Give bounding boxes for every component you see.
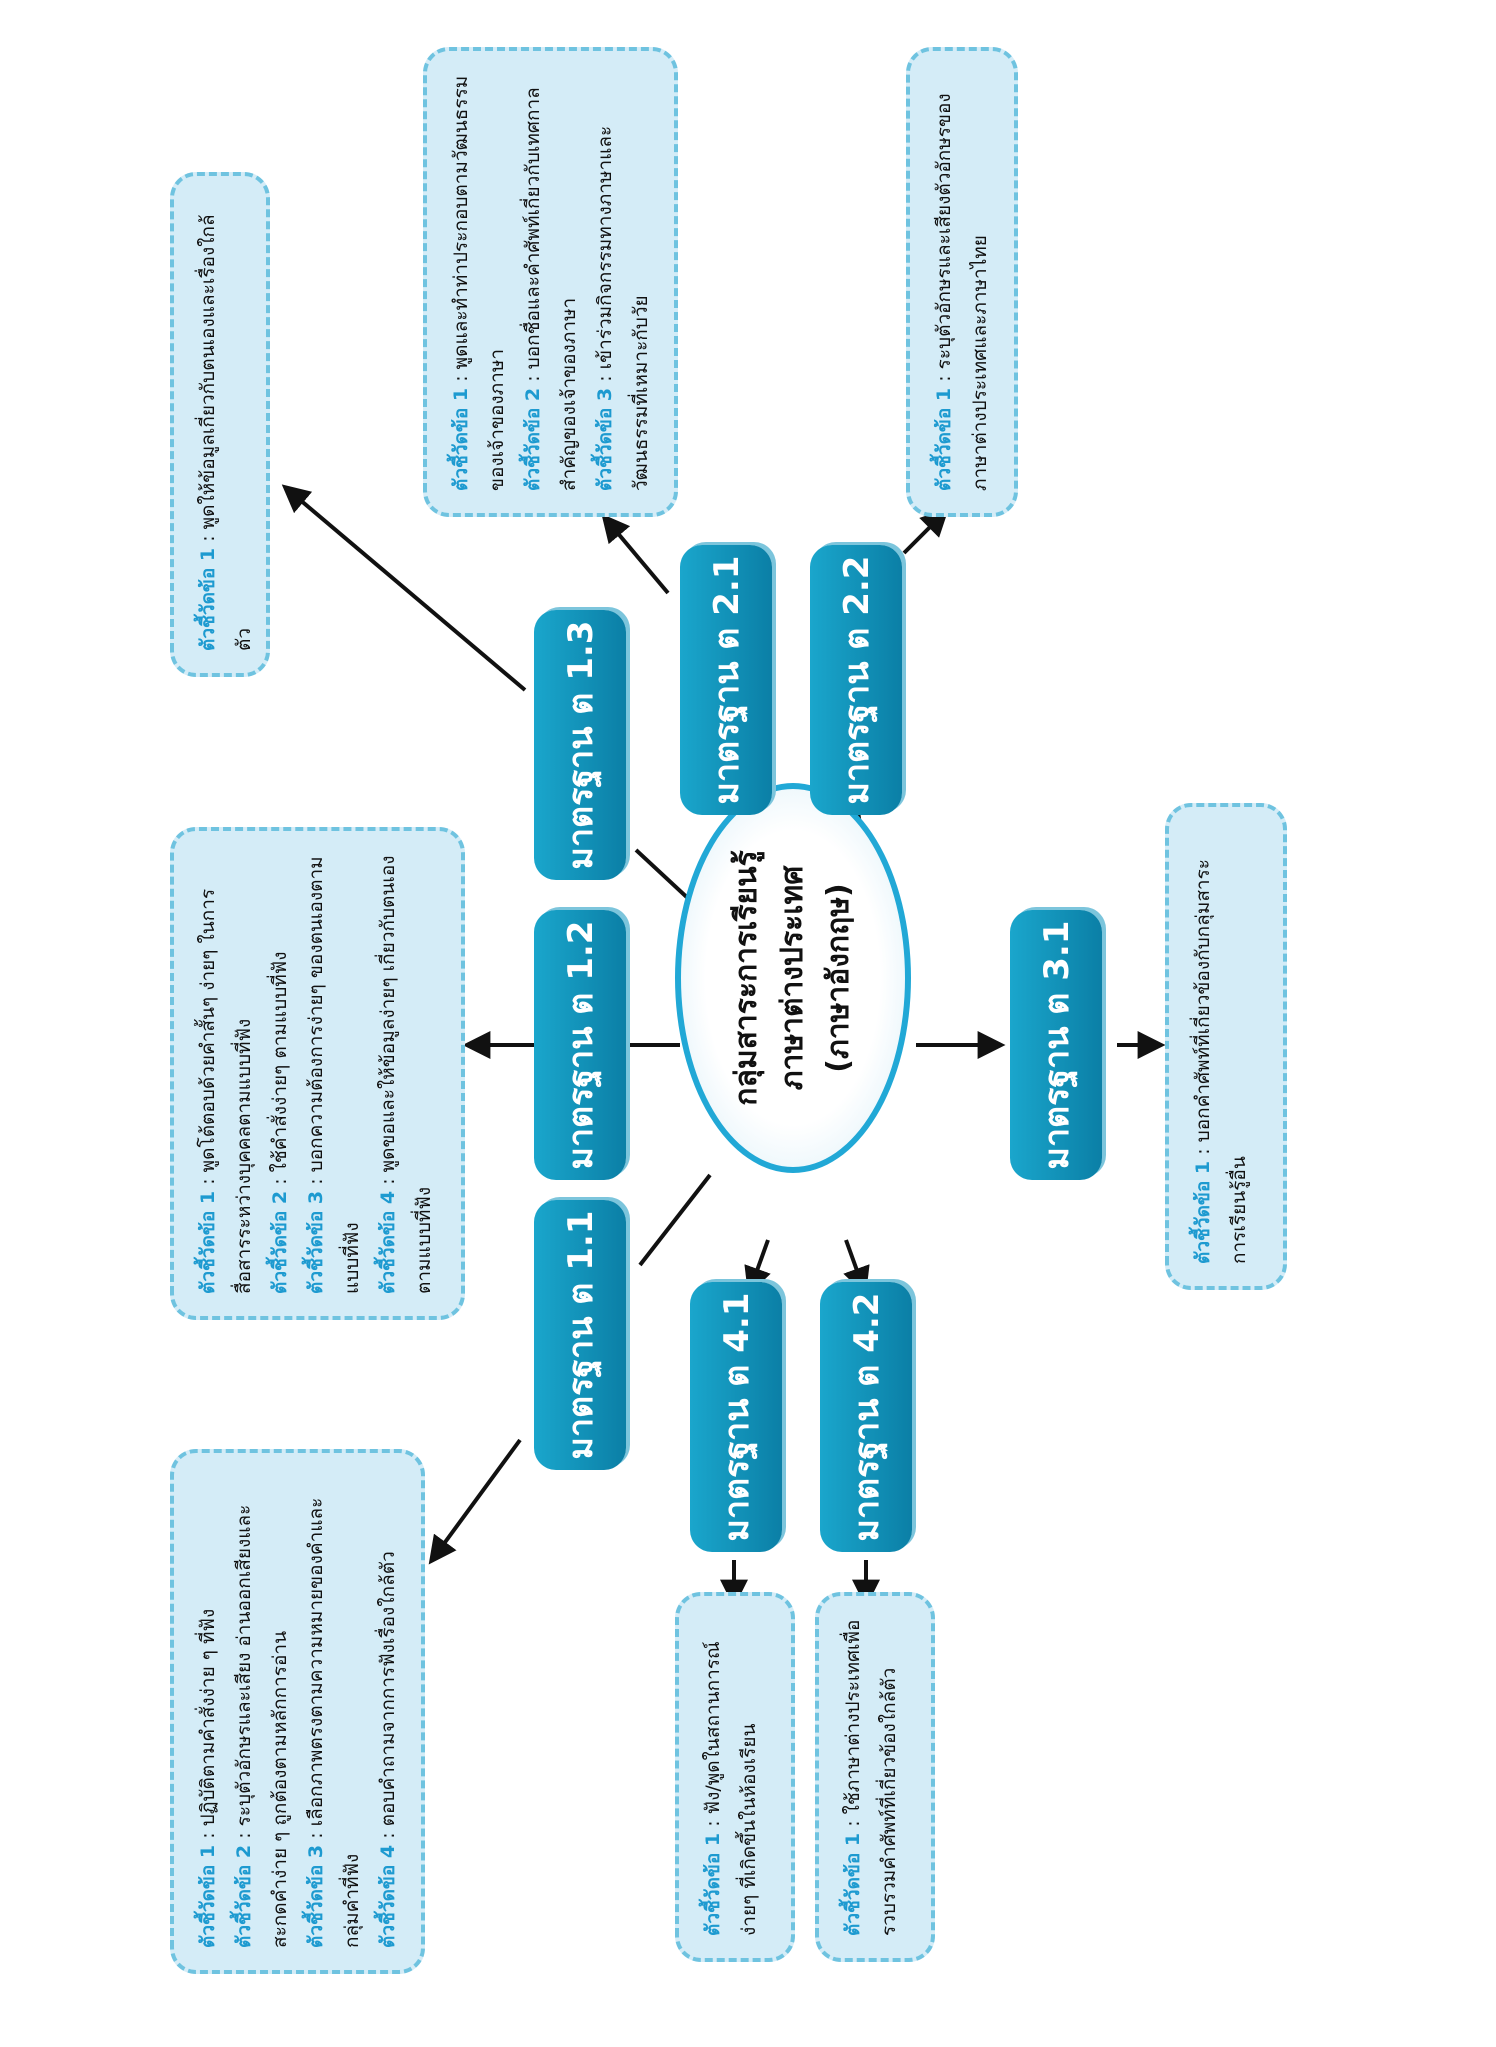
indicator-item: ตัวชี้วัดข้อ 2 : บอกชื่อและคำศัพท์เกี่ยว… — [522, 87, 580, 491]
indicators-4-2: ตัวชี้วัดข้อ 1 : ใช้ภาษาต่างประเทศเพื่อร… — [815, 1592, 935, 1962]
center-title-line2: ภาษาต่างประเทศ — [775, 865, 810, 1091]
center-topic: กลุ่มสาระการเรียนรู้ ภาษาต่างประเทศ (ภาษ… — [675, 783, 911, 1173]
standard-2-1: มาตรฐาน ต 2.1 — [680, 545, 772, 815]
arrow-to-s11-indicators — [428, 1438, 522, 1565]
standard-1-3: มาตรฐาน ต 1.3 — [534, 610, 626, 880]
standard-4-1: มาตรฐาน ต 4.1 — [690, 1282, 782, 1552]
indicator-item: ตัวชี้วัดข้อ 1 : พูดให้ข้อมูลเกี่ยวกับตน… — [197, 214, 255, 651]
indicator-item: ตัวชี้วัดข้อ 3 : เข้าร่วมกิจกรรมทางภาษาแ… — [594, 125, 652, 491]
indicator-item: ตัวชี้วัดข้อ 3 : บอกความต้องการง่ายๆ ของ… — [305, 856, 363, 1294]
arrow-center-s41 — [744, 1239, 771, 1296]
standard-3-1: มาตรฐาน ต 3.1 — [1010, 910, 1102, 1180]
indicator-item: ตัวชี้วัดข้อ 1 : ฟัง/พูดในสถานการณ์ง่ายๆ… — [702, 1641, 760, 1936]
indicators-2-1: ตัวชี้วัดข้อ 1 : พูดและทำท่าประกอบตามวัฒ… — [423, 47, 678, 517]
indicator-item: ตัวชี้วัดข้อ 1 : ใช้ภาษาต่างประเทศเพื่อร… — [842, 1619, 900, 1936]
indicators-3-1: ตัวชี้วัดข้อ 1 : บอกคำศัพท์ที่เกี่ยวข้อง… — [1165, 803, 1287, 1290]
center-title-line3: (ภาษาอังกฤษ) — [821, 883, 856, 1073]
indicator-item: ตัวชี้วัดข้อ 1 : พูดโต้ตอบด้วยคำสั้นๆ ง่… — [197, 888, 255, 1294]
indicator-item: ตัวชี้วัดข้อ 1 : ปฏิบัติตามคำสั่งง่าย ๆ … — [197, 1608, 219, 1948]
indicator-item: ตัวชี้วัดข้อ 2 : ระบุตัวอักษรและเสียง อ่… — [233, 1504, 291, 1948]
indicators-4-1: ตัวชี้วัดข้อ 1 : ฟัง/พูดในสถานการณ์ง่ายๆ… — [675, 1592, 795, 1962]
arrow-center-s42 — [843, 1239, 870, 1296]
line-center-s11 — [638, 1173, 712, 1267]
standard-4-2: มาตรฐาน ต 4.2 — [820, 1282, 912, 1552]
standard-1-2: มาตรฐาน ต 1.2 — [534, 910, 626, 1180]
arrow-to-s13-indicators — [281, 484, 527, 692]
indicators-1-1: ตัวชี้วัดข้อ 1 : ปฏิบัติตามคำสั่งง่าย ๆ … — [170, 1449, 425, 1974]
indicator-item: ตัวชี้วัดข้อ 2 : ใช้คำสั่งง่ายๆ ตามแบบที… — [269, 951, 291, 1294]
indicators-1-3: ตัวชี้วัดข้อ 1 : พูดให้ข้อมูลเกี่ยวกับตน… — [170, 172, 270, 677]
indicator-item: ตัวชี้วัดข้อ 1 : พูดและทำท่าประกอบตามวัฒ… — [450, 75, 508, 491]
indicators-1-2: ตัวชี้วัดข้อ 1 : พูดโต้ตอบด้วยคำสั้นๆ ง่… — [170, 827, 465, 1320]
arrow-to-s22-indicators — [902, 508, 949, 555]
indicator-item: ตัวชี้วัดข้อ 3 : เลือกภาพตรงตามความหมายข… — [305, 1497, 363, 1948]
arrow-to-s21-indicators — [601, 513, 670, 595]
indicator-item: ตัวชี้วัดข้อ 4 : ตอบคำถามจากการฟังเรื่อง… — [377, 1551, 399, 1948]
indicators-2-2: ตัวชี้วัดข้อ 1 : ระบุตัวอักษรและเสียงตัว… — [906, 47, 1018, 517]
standard-1-1: มาตรฐาน ต 1.1 — [534, 1200, 626, 1470]
indicator-item: ตัวชี้วัดข้อ 1 : ระบุตัวอักษรและเสียงตัว… — [933, 93, 991, 491]
standard-2-2: มาตรฐาน ต 2.2 — [810, 545, 902, 815]
center-title-line1: กลุ่มสาระการเรียนรู้ — [729, 850, 764, 1106]
indicator-item: ตัวชี้วัดข้อ 4 : พูดขอและให้ข้อมูลง่ายๆ … — [377, 855, 435, 1294]
indicator-item: ตัวชี้วัดข้อ 1 : บอกคำศัพท์ที่เกี่ยวข้อง… — [1192, 858, 1250, 1264]
